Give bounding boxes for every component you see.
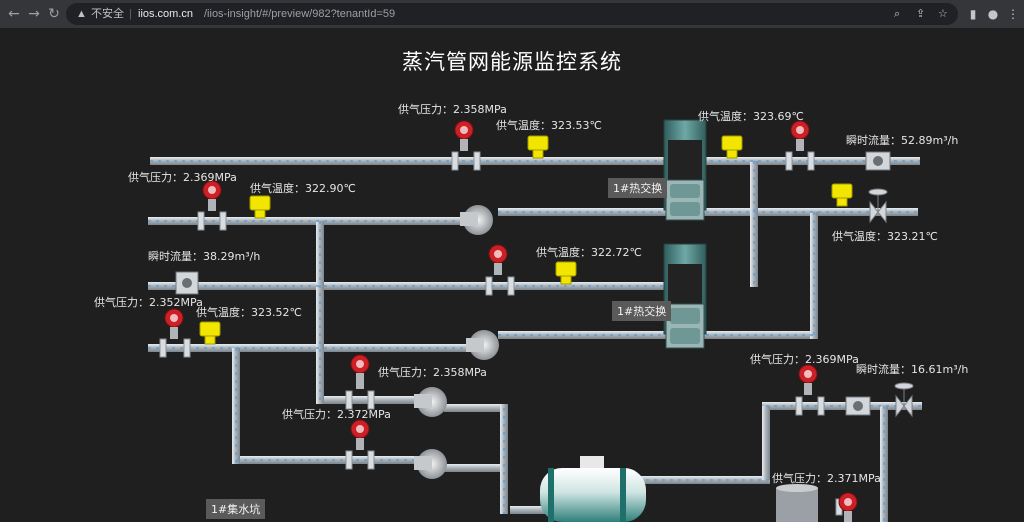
pressure-label: 供气压力：2.358MPa [378, 366, 487, 379]
flow-indicators [148, 160, 922, 522]
pipe-flanges [159, 151, 843, 516]
url-host[interactable]: iios.com.cn [138, 8, 194, 20]
share-icon[interactable]: ⇪ [916, 8, 926, 20]
temperature-label: 供气温度：322.90℃ [250, 182, 356, 195]
flow-label: 瞬时流量：16.61m³/h [856, 363, 969, 376]
temperature-sensor-icon [199, 135, 853, 345]
divider: | [129, 8, 132, 20]
valve-icon [868, 188, 914, 418]
sidebar-icon[interactable]: ▮ [969, 7, 977, 21]
heat-exchanger-2-tag: 1#热交换 [612, 301, 672, 321]
storage-tank [540, 456, 646, 522]
pressure-label: 供气压力：2.372MPa [282, 408, 391, 421]
url-path[interactable]: /iios-insight/#/preview/982?tenantId=59 [204, 8, 396, 20]
heat-exchanger-1-tag: 1#热交换 [608, 178, 668, 198]
menu-icon[interactable]: ⋮ [1007, 7, 1019, 21]
temperature-label: 供气温度：322.72℃ [536, 246, 642, 259]
address-bar[interactable]: ▲ 不安全 | iios.com.cn /iios-insight/#/prev… [66, 3, 958, 25]
back-icon[interactable]: ← [8, 6, 20, 22]
pressure-label: 供气压力：2.371MPa [772, 472, 881, 485]
security-label[interactable]: 不安全 [91, 8, 124, 20]
heat-exchanger-1 [663, 119, 707, 221]
cylinder-tank [776, 484, 818, 522]
pressure-label: 供气压力：2.369MPa [128, 171, 237, 184]
temperature-label: 供气温度：323.53℃ [496, 119, 602, 132]
warning-icon[interactable]: ▲ [76, 8, 87, 20]
browser-toolbar: ← → ↻ ▲ 不安全 | iios.com.cn /iios-insight/… [0, 0, 1024, 28]
pressure-label: 供气压力：2.358MPa [398, 103, 507, 116]
flow-meter-icon [175, 151, 891, 416]
profile-icon[interactable]: ● [987, 7, 999, 21]
flow-label: 瞬时流量：38.29m³/h [148, 250, 261, 263]
sump-pit-tag: 1#集水坑 [206, 499, 266, 519]
star-icon[interactable]: ☆ [938, 8, 948, 20]
flow-label: 瞬时流量：52.89m³/h [846, 134, 959, 147]
page-title: 蒸汽管网能源监控系统 [402, 50, 622, 74]
heat-exchanger-2 [663, 243, 707, 349]
temperature-label: 供气温度：323.21℃ [832, 230, 938, 243]
reload-icon[interactable]: ↻ [48, 6, 60, 22]
forward-icon[interactable]: → [28, 6, 40, 22]
temperature-label: 供气温度：323.52℃ [196, 306, 302, 319]
pipe-diagram [148, 119, 922, 522]
zoom-icon[interactable]: ⌕ [894, 8, 901, 20]
temperature-label: 供气温度：323.69℃ [698, 110, 804, 123]
pressure-label: 供气压力：2.369MPa [750, 353, 859, 366]
pump-icon [414, 205, 499, 479]
gauge-faces [170, 126, 852, 506]
scada-canvas: 蒸汽管网能源监控系统 供气压力：2.358MPa 供气温度：323.53℃ 供气… [0, 28, 1024, 522]
pressure-label: 供气压力：2.352MPa [94, 296, 203, 309]
